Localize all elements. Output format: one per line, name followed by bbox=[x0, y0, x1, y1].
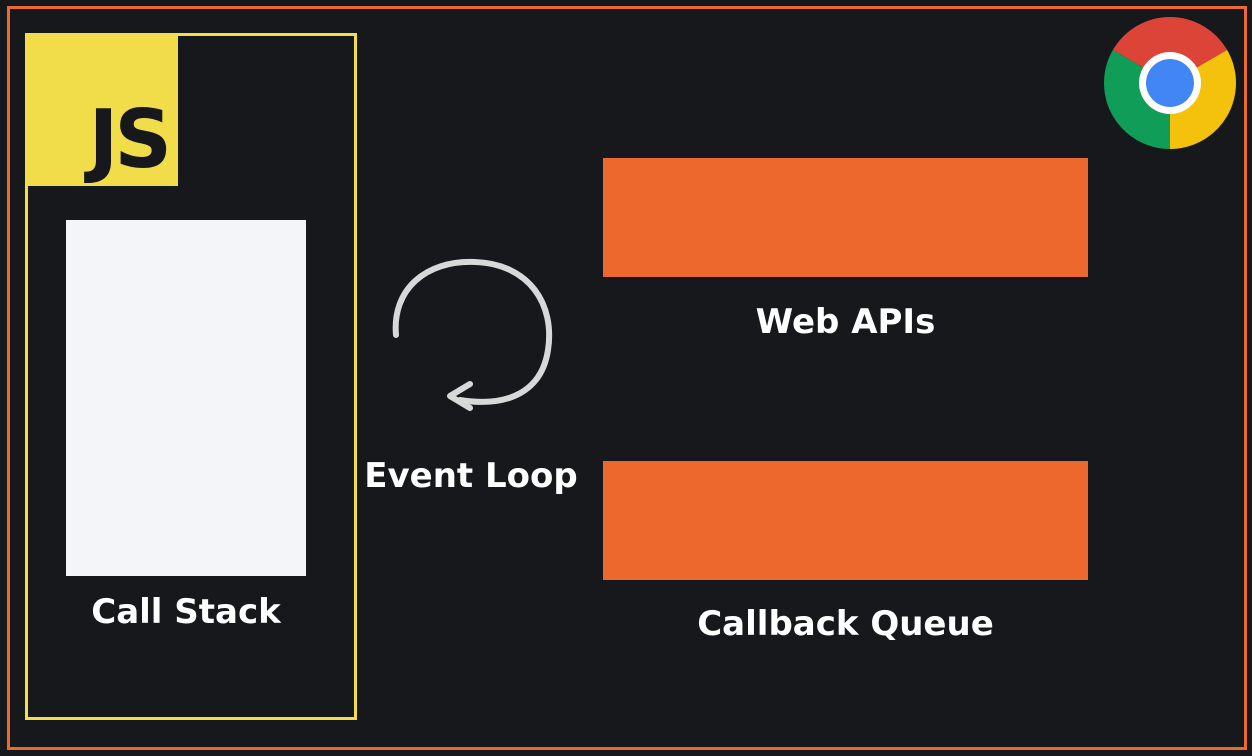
call-stack-label: Call Stack bbox=[91, 592, 281, 632]
call-stack-panel bbox=[66, 220, 306, 576]
web-apis-panel bbox=[603, 158, 1088, 277]
js-engine-frame bbox=[25, 33, 357, 720]
js-logo-text: JS bbox=[88, 93, 172, 186]
js-logo: JS bbox=[28, 36, 178, 186]
browser-frame bbox=[7, 6, 1247, 750]
callback-queue-label: Callback Queue bbox=[697, 604, 994, 644]
loop-arrow-icon bbox=[392, 258, 553, 411]
callback-queue-panel bbox=[603, 461, 1088, 580]
event-loop-label: Event Loop bbox=[364, 456, 578, 496]
chrome-logo-icon bbox=[1104, 17, 1236, 149]
web-apis-label: Web APIs bbox=[755, 302, 936, 342]
